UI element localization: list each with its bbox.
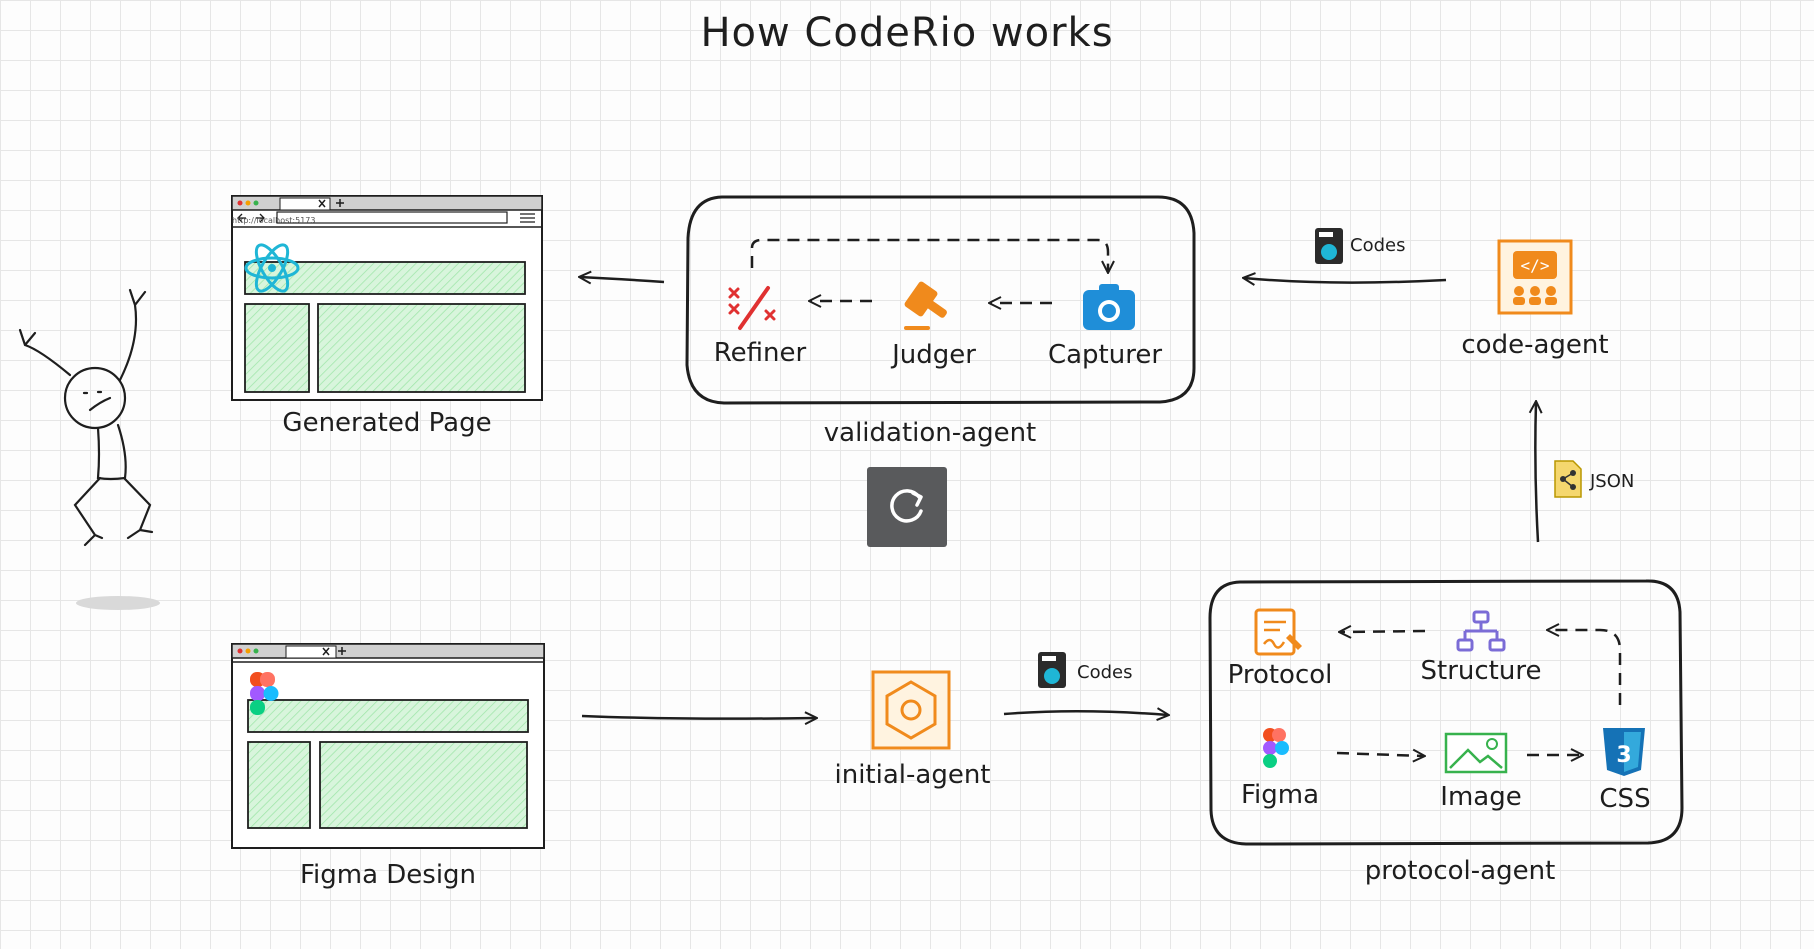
- protocol-label: Protocol: [1227, 660, 1333, 690]
- css-icon: 3: [1603, 728, 1645, 776]
- structure-label: Structure: [1420, 656, 1542, 686]
- codes-label-top: Codes: [1350, 235, 1406, 256]
- stick-figure: [18, 288, 154, 547]
- protocol-agent-label: protocol-agent: [1364, 856, 1556, 886]
- validation-to-page-arrow: [580, 277, 665, 282]
- codes-file-icon-bottom: [1038, 652, 1066, 688]
- replay-button[interactable]: [867, 467, 947, 547]
- structure-to-protocol-arrow: [1340, 631, 1426, 632]
- code-agent-icon: </>: [1497, 239, 1573, 315]
- magic-wand-icon: [728, 286, 776, 330]
- protocol-agent-box: [1208, 579, 1684, 846]
- camera-icon: [1083, 284, 1135, 330]
- json-label: JSON: [1590, 471, 1635, 492]
- code-agent-label: code-agent: [1461, 330, 1609, 360]
- initial-agent-icon: [871, 670, 951, 750]
- codes-label-bottom: Codes: [1077, 662, 1133, 683]
- image-label: Image: [1440, 782, 1522, 812]
- initial-to-protocol-arrow: [1003, 711, 1168, 715]
- structure-tree-icon: [1456, 610, 1506, 652]
- initial-agent-label: initial-agent: [834, 760, 991, 790]
- json-file-icon: [1554, 460, 1582, 498]
- image-icon: [1444, 732, 1508, 774]
- validation-agent-label: validation-agent: [823, 418, 1037, 448]
- validation-agent-box: [685, 195, 1196, 405]
- figure-shadow: [76, 596, 160, 610]
- figma-label: Figma: [1240, 780, 1320, 810]
- generated-page-window: [231, 195, 543, 401]
- judger-label: Judger: [892, 340, 976, 370]
- css-to-structure-arrow: [1548, 630, 1622, 705]
- figma-design-label: Figma Design: [299, 860, 477, 890]
- replay-icon: [890, 489, 923, 523]
- react-logo-icon: [244, 243, 300, 293]
- figma-small-icon: [1263, 728, 1289, 768]
- codes-file-icon: [1315, 228, 1343, 264]
- refiner-label: Refiner: [713, 338, 807, 368]
- protocol-doc-icon: [1254, 608, 1302, 656]
- svg-text:</>: </>: [1521, 256, 1550, 275]
- svg-text:3: 3: [1616, 743, 1631, 768]
- code-to-validation-arrow: [1244, 278, 1447, 283]
- gavel-icon: [904, 281, 947, 330]
- css-label: CSS: [1599, 784, 1651, 814]
- generated-page-label: Generated Page: [282, 408, 492, 438]
- figma-design-window: [231, 643, 545, 849]
- protocol-to-code-arrow: [1535, 402, 1538, 543]
- diagram-title: How CodeRio works: [700, 10, 1114, 56]
- figma-to-image-arrow: [1336, 753, 1424, 756]
- feedback-loop-arrow: [750, 238, 1108, 272]
- figma-logo-icon: [250, 672, 279, 715]
- url-text: http://localhost:5173: [232, 216, 316, 225]
- figma-to-initial-arrow: [581, 716, 816, 719]
- capturer-label: Capturer: [1047, 340, 1163, 370]
